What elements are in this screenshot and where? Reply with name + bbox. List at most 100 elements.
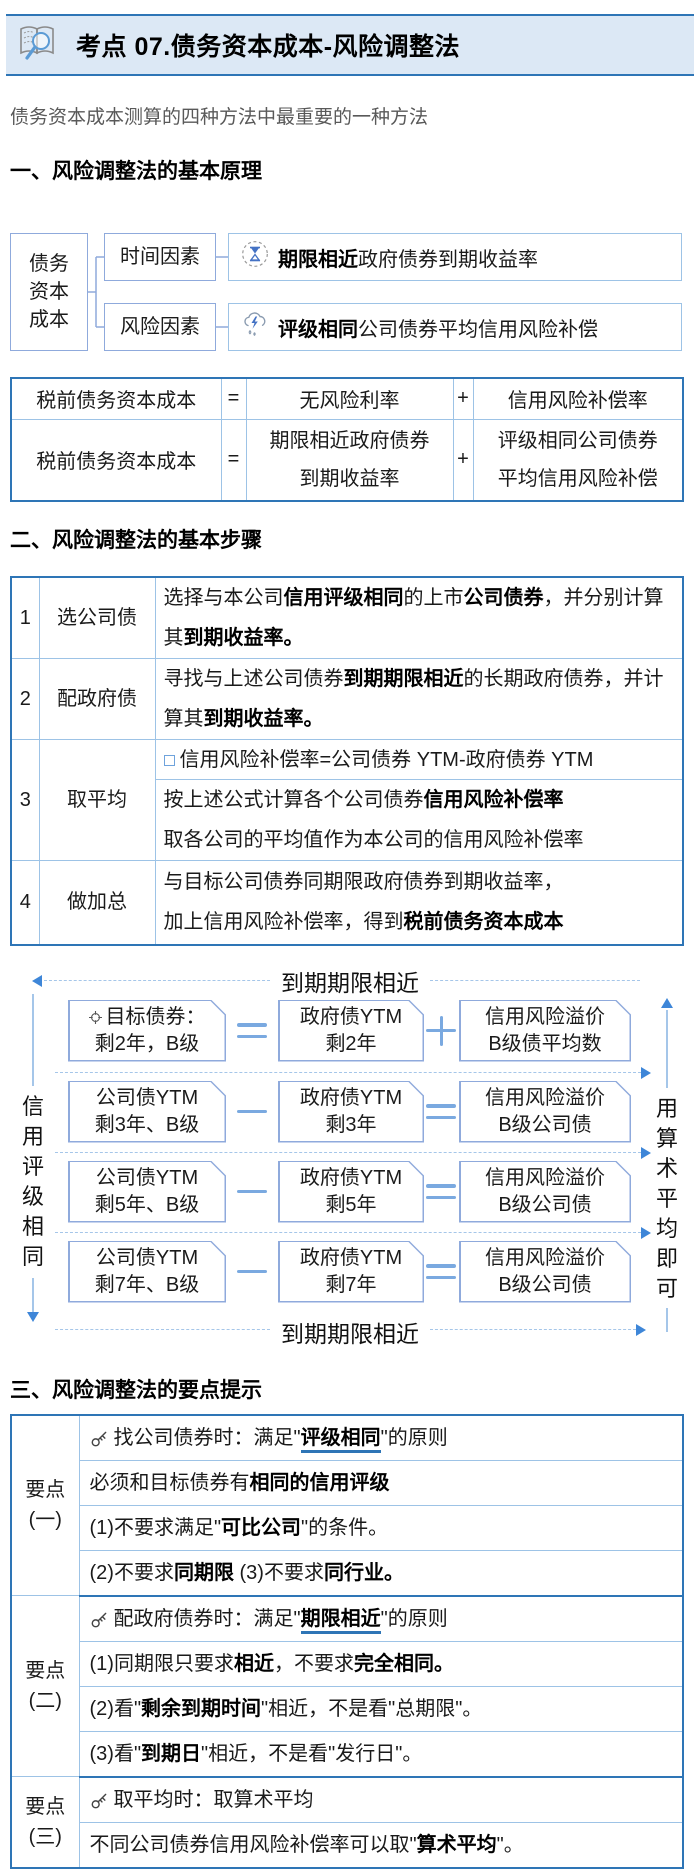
keypoint-label-line: 要点 [25,1660,66,1682]
dashed-arrow-line [55,1231,641,1233]
keypoint3-principle-text: 取平均时：取算术平均 [113,1788,314,1811]
formula-right: 信用风险补偿率 [472,377,684,420]
keypoint1-header-row: 要点 (一) 找公司债券时：满足"评级相同"的原则 [10,1414,684,1596]
step3-line1: 按上述公式计算各个公司债券信用风险补偿率 [163,789,564,811]
formula-right: 评级相同公司债券 平均信用风险补偿 [472,418,684,502]
keypoint3-header-row: 要点 (三) 取平均时：取算术平均 [10,1776,684,1868]
formula-row: 税前债务资本成本 = 期限相近政府债券 到期收益率 + 评级相同公司债券 平均信… [10,418,684,502]
key-icon [91,1431,106,1446]
step-name: 配政府债 [38,658,156,740]
keypoint1-principle: 找公司债券时：满足"评级相同"的原则 [78,1414,684,1461]
hourglass-icon [241,240,269,274]
keypoint1-line-text: (2)不要求同期限 (3)不要求同行业。 [78,1549,684,1597]
bottom-line-right [430,1328,636,1330]
keypoint2-principle-text: 配政府债券时：满足"期限相近"的原则 [114,1607,448,1634]
gov-bond-box: 政府债YTM 剩5年 [278,1161,424,1223]
concept-leaf-time-text: 期限相近政府债券到期收益率 [278,248,538,271]
plus-sign: + [452,418,474,502]
section1-heading: 一、风险调整法的基本原理 [10,160,262,183]
box-line: B级公司债 [498,1273,592,1296]
intro-text: 债务资本成本测算的四种方法中最重要的一种方法 [10,107,429,128]
formula-left: 税前债务资本成本 [10,377,222,420]
formula-mid-line: 期限相近政府债券 [269,429,430,452]
diagram-row-7y: 公司债YTM 剩7年、B级 政府债YTM 剩7年 信用风险溢价 B级公司债 [0,1241,700,1303]
credit-rating-label: 信用评级相同 [21,1093,44,1269]
step-number: 2 [10,658,40,740]
box-line: 政府债YTM [299,1246,403,1269]
concept-factor-risk: 风险因素 [104,303,216,351]
credit-premium-box: 信用风险溢价 B级公司债 [459,1241,631,1303]
equals-operator [421,1241,461,1303]
box-line: 信用风险溢价 [485,1086,605,1109]
box-line: 公司债YTM [95,1246,199,1269]
gov-bond-box: 政府债YTM 剩2年 [278,1000,424,1062]
key-icon [91,1793,106,1808]
keypoints-table: 要点 (一) 找公司债券时：满足"评级相同"的原则 必须和目标债券有相同的信用评… [10,1413,684,1869]
concept-leaf-risk: 评级相同公司债券平均信用风险补偿 [228,303,682,351]
example-diagram: 到期期限相近 信用评级相同 用算术平均即可 目标债券： 剩2年，B级 政府债YT… [0,964,700,1356]
box-line: 公司债YTM [95,1086,199,1109]
square-bullet-icon [163,755,175,766]
keypoint3-line-text: 不同公司债券信用风险补偿率可以取"算术平均"。 [78,1821,684,1868]
arrow-down-icon [27,1311,39,1322]
box-line: 剩5年、B级 [94,1193,200,1216]
credit-premium-formula-text: 信用风险补偿率=公司债券 YTM-政府债券 YTM [179,749,594,771]
keypoint-label-line: (二) [28,1690,62,1712]
keypoint1-label: 要点 (一) [10,1414,80,1596]
box-line: 公司债YTM [95,1166,199,1189]
step-row-1: 1 选公司债 选择与本公司信用评级相同的上市公司债券，并分别计算其到期收益率。 [10,576,684,659]
credit-premium-formula: 信用风险补偿率=公司债券 YTM-政府债券 YTM [155,740,682,780]
minus-operator [232,1161,272,1223]
box-line: 剩5年 [325,1193,377,1216]
equals-operator [232,1000,272,1062]
keypoint-label-line: (三) [28,1825,62,1848]
top-line-right [430,979,640,981]
keypoint3-label: 要点 (三) [10,1776,80,1868]
maturity-label-top: 到期期限相近 [281,969,419,996]
keypoint2-label: 要点 (二) [10,1595,80,1777]
step-desc: 寻找与上述公司债券到期期限相近的长期政府债券，并计算其到期收益率。 [154,658,684,740]
keypoint1-line: (2)不要求同期限 (3)不要求同行业。 [11,1549,684,1597]
bottom-line-left [55,1328,270,1330]
left-line-top [32,993,34,1086]
keypoint3-principle: 取平均时：取算术平均 [78,1776,684,1823]
step-name: 选公司债 [38,576,156,659]
step4-line1: 与目标公司债券同期限政府债券到期收益率， [163,871,564,894]
diagram-row-5y: 公司债YTM 剩5年、B级 政府债YTM 剩5年 信用风险溢价 B级公司债 [0,1161,700,1223]
keypoint2-header-row: 要点 (二) 配政府债券时：满足"期限相近"的原则 [10,1595,684,1777]
formula-mid-line: 到期收益率 [299,467,400,490]
keypoint1-line: 必须和目标债券有相同的信用评级 [11,1459,684,1506]
diagram-row-3y: 公司债YTM 剩3年、B级 政府债YTM 剩3年 信用风险溢价 B级公司债 [0,1081,700,1143]
keypoint1-line-text: (1)不要求满足"可比公司"的条件。 [78,1504,684,1551]
credit-premium-box: 信用风险溢价 B级公司债 [459,1161,631,1223]
keypoint2-principle: 配政府债券时：满足"期限相近"的原则 [78,1595,684,1642]
arrow-right-icon [641,1146,651,1159]
arrow-right-icon [641,1066,651,1079]
right-line-bottom [666,1307,668,1332]
average-label: 用算术平均即可 [655,1095,678,1301]
page-title: 考点 07.债务资本成本-风险调整法 [76,33,461,61]
formula-row: 税前债务资本成本 = 无风险利率 + 信用风险补偿率 [10,377,684,420]
left-line-bottom [32,1277,34,1312]
target-bond-box: 目标债券： 剩2年，B级 [68,1000,226,1062]
keypoint1-line: (1)不要求满足"可比公司"的条件。 [11,1504,684,1551]
gov-bond-box: 政府债YTM 剩7年 [278,1241,424,1303]
box-line: 剩3年、B级 [94,1113,200,1136]
equals-operator [421,1081,461,1143]
arrow-right-icon [641,1226,651,1239]
gov-bond-box: 政府债YTM 剩3年 [278,1081,424,1143]
keypoint-label-line: (一) [28,1509,62,1532]
top-line-left [44,979,270,981]
page-header: 考点 07.债务资本成本-风险调整法 [6,14,694,76]
box-line: 政府债YTM [299,1086,403,1109]
formula-right-line: 评级相同公司债券 [497,429,658,452]
keypoint2-line-text: (2)看"剩余到期时间"相近，不是看"总期限"。 [78,1685,684,1732]
corp-bond-box: 公司债YTM 剩7年、B级 [68,1241,226,1303]
box-line: 政府债YTM [299,1166,403,1189]
step-number: 1 [10,576,40,659]
keypoint2-line: (1)同期限只要求相近，不要求完全相同。 [11,1640,684,1687]
step4-line2: 加上信用风险补偿率，得到税前债务资本成本 [163,911,564,934]
box-line: B级公司债 [498,1113,592,1136]
credit-premium-box: 信用风险溢价 B级债平均数 [459,1000,631,1062]
keypoint2-line: (3)看"到期日"相近，不是看"发行日"。 [11,1730,684,1778]
